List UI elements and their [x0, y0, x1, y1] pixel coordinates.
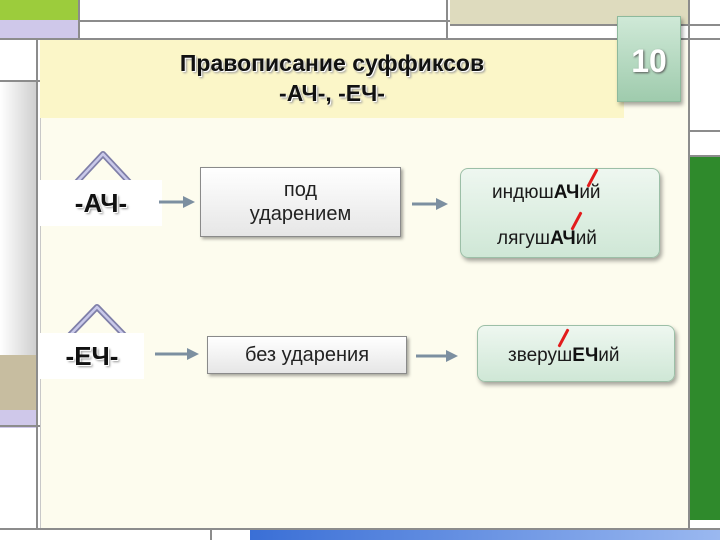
example-word-root: индюш	[492, 182, 554, 203]
decor-line	[0, 80, 40, 82]
arrow-right-icon	[155, 348, 199, 360]
condition-unstressed-box: без ударения	[207, 336, 407, 374]
decor-line	[78, 0, 80, 40]
decor-brown-block	[0, 355, 36, 410]
decor-lavender-block	[0, 20, 78, 38]
arrow-right-icon	[159, 196, 195, 208]
decor-green-block	[0, 0, 78, 20]
example-word-suffix: АЧ	[550, 228, 576, 249]
title-band	[40, 40, 624, 118]
example-word: зверушЕЧий	[508, 345, 620, 367]
example-word: индюшАЧий	[492, 182, 601, 204]
arrow-right-icon	[416, 350, 458, 362]
condition-stressed-line-1: под	[283, 179, 318, 201]
decor-green-column-right	[690, 155, 720, 520]
decor-line	[688, 130, 720, 132]
example-word-ending: ий	[575, 228, 597, 249]
decor-lavender-block-left	[0, 410, 36, 428]
content-panel	[40, 40, 688, 528]
examples-stressed-box	[460, 168, 660, 258]
decor-blue-bar-bottom	[250, 528, 720, 540]
slide-title: Правописание суффиксов -АЧ-, -ЕЧ-	[40, 48, 624, 108]
suffix-ach-label: -АЧ-	[40, 180, 162, 226]
condition-unstressed-text: без ударения	[244, 344, 370, 366]
decor-line	[0, 528, 720, 530]
condition-stressed-line-2: ударением	[249, 203, 352, 225]
decor-line	[450, 24, 720, 26]
example-word-root: зверуш	[508, 345, 573, 366]
example-word-suffix: ЕЧ	[572, 345, 599, 366]
roof-icon	[72, 151, 134, 186]
example-word-root: лягуш	[497, 228, 551, 249]
decor-line	[0, 38, 720, 40]
roof-icon	[65, 304, 129, 339]
decor-line	[688, 0, 690, 528]
suffix-ech-label: -ЕЧ-	[40, 333, 144, 379]
title-line-2: -АЧ-, -ЕЧ-	[279, 80, 385, 106]
example-word-suffix: АЧ	[553, 182, 580, 203]
decor-line	[0, 425, 40, 427]
title-line-1: Правописание суффиксов	[179, 50, 485, 76]
example-word-ending: ий	[579, 182, 601, 203]
example-word: лягушАЧий	[497, 228, 597, 250]
arrow-right-icon	[412, 198, 448, 210]
decor-line	[36, 38, 38, 528]
decor-line	[446, 0, 448, 40]
examples-unstressed-box	[477, 325, 675, 382]
slide-number-badge: 10	[617, 16, 681, 102]
decor-line	[78, 20, 450, 22]
decor-line	[688, 155, 720, 157]
condition-stressed-box: под ударением	[200, 167, 401, 237]
example-word-ending: ий	[598, 345, 620, 366]
